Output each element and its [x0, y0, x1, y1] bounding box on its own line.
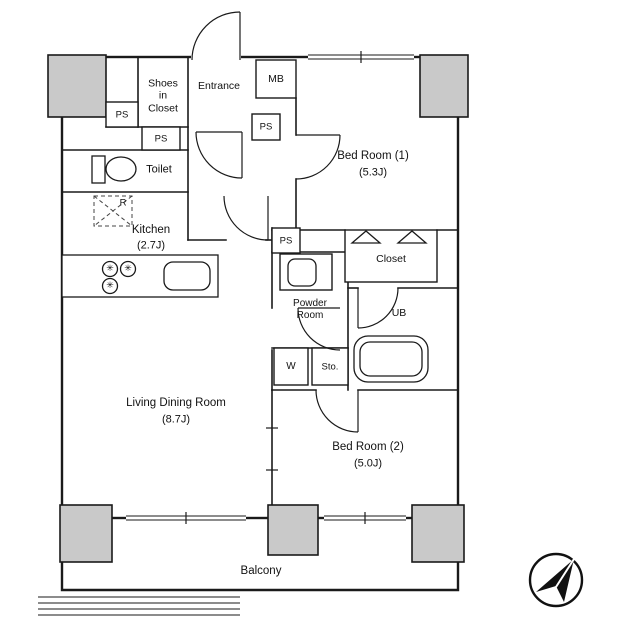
burner-glyph-icon: ✳: [124, 264, 132, 274]
refrigerator-label: R: [119, 197, 127, 209]
column-bottom-right: [411, 504, 465, 563]
columns: [47, 54, 469, 563]
fridge-space-box: [93, 195, 133, 227]
burner-icon: [119, 260, 137, 278]
ps-label: PS: [279, 235, 293, 247]
ps-label: PS: [115, 109, 129, 121]
bathtub-inner-icon: [359, 341, 423, 377]
kitchen-size-label: (2.7J): [136, 239, 166, 252]
ps-label: PS: [259, 121, 273, 133]
toilet-label: Toilet: [146, 163, 172, 176]
balcony-label: Balcony: [240, 565, 282, 578]
ps-label: PS: [154, 133, 168, 145]
bedroom2-size-label: (5.0J): [353, 457, 383, 470]
living-size-label: (8.7J): [161, 413, 191, 426]
toilet-tank-icon: [91, 155, 106, 184]
door-arc: [191, 11, 241, 61]
living-name-label: Living Dining Room: [126, 397, 226, 410]
service-boxes: [105, 59, 438, 386]
partition-ticks: [266, 427, 278, 471]
balcony-railing-hatch: [38, 596, 240, 616]
bedroom1-size-label: (5.3J): [358, 166, 388, 179]
column-bottom-middle: [267, 504, 319, 556]
ps-box: [141, 126, 181, 151]
washer-box: [273, 347, 309, 386]
meter-box: [255, 59, 297, 99]
balcony-outline: [60, 516, 460, 592]
storage-box: [311, 347, 349, 386]
fridge-space-diagonal: [93, 195, 133, 227]
burner-glyph-icon: ✳: [106, 281, 114, 291]
ps-box: [251, 113, 281, 141]
bifold-door-icon: [350, 230, 382, 244]
column-bottom-left: [59, 504, 113, 563]
door-arc: [195, 131, 243, 179]
storage-label: Sto.: [321, 361, 339, 373]
toilet-bowl-icon: [105, 156, 137, 182]
shoes-closet-label: Shoes in Closet: [148, 77, 178, 115]
fixtures: ✳ ✳ ✳: [61, 155, 429, 383]
vanity-sink-icon: [287, 258, 317, 287]
burner-icon: [101, 277, 119, 295]
compass-needle-split: [555, 558, 575, 588]
interior-doors: [195, 131, 399, 433]
ps-box: [271, 227, 301, 254]
kitchen-name-label: Kitchen: [131, 224, 171, 237]
door-arc: [315, 389, 359, 433]
entrance-door: [191, 11, 241, 61]
compass-north-icon: [528, 552, 584, 608]
bifold-door-icon: [396, 230, 428, 244]
closet-label: Closet: [376, 252, 406, 265]
door-arc: [295, 134, 341, 180]
burner-glyph-icon: ✳: [106, 264, 114, 274]
column-top-right: [419, 54, 469, 118]
washer-label: W: [286, 361, 296, 373]
powder-room-label: Powder Room: [293, 298, 327, 321]
column-top-left: [47, 54, 107, 118]
door-arc: [223, 195, 269, 241]
sink-icon: [163, 261, 211, 291]
bedroom2-name-label: Bed Room (2): [332, 441, 404, 454]
entrance-label: Entrance: [197, 79, 241, 92]
door-arc: [297, 307, 341, 351]
burner-icon: [101, 260, 119, 278]
windows: [126, 51, 414, 524]
door-opening: [191, 54, 241, 61]
door-arc: [357, 287, 399, 329]
unit-bath-label: UB: [391, 306, 407, 319]
meter-box-label: MB: [268, 72, 284, 85]
ps-box: [105, 101, 139, 128]
compass-needle: [536, 559, 574, 602]
bedroom1-name-label: Bed Room (1): [337, 150, 409, 163]
